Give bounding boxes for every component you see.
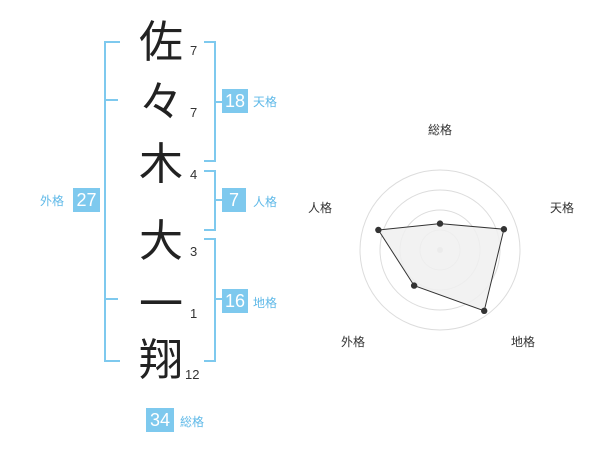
name-char-2: 々 — [139, 77, 183, 128]
radar-grid-ring — [379, 189, 501, 311]
chikaku-badge: 16 — [222, 289, 248, 313]
name-char-1: 佐 — [139, 17, 183, 68]
bracket-connector — [214, 298, 222, 300]
stroke-count-3: 4 — [190, 167, 198, 182]
name-char-3: 木 — [139, 139, 183, 190]
radar-point-2 — [500, 226, 508, 233]
stroke-count-6: 12 — [185, 367, 200, 382]
chikaku-label: 地格 — [253, 296, 278, 310]
radar-label-jinkaku: 人格 — [308, 201, 333, 215]
stroke-count-5: 1 — [190, 306, 198, 321]
tenkaku-badge: 18 — [222, 89, 248, 113]
tenkaku-label: 天格 — [253, 95, 278, 109]
stroke-count-4: 3 — [190, 244, 198, 259]
gaikaku-label: 外格 — [40, 194, 65, 208]
radar-grid-ring — [359, 169, 521, 331]
radar-polygon — [377, 223, 505, 312]
jinkaku-label: 人格 — [253, 195, 278, 209]
jinkaku-badge: 7 — [222, 188, 246, 212]
name-char-6: 翔 — [139, 335, 183, 386]
radar-label-gaikaku: 外格 — [341, 335, 366, 349]
radar-point-3 — [481, 307, 488, 315]
bracket-connector — [214, 101, 222, 103]
radar-label-soukaku: 総格 — [428, 123, 453, 137]
chikaku-bracket — [204, 238, 216, 362]
name-char-4: 大 — [139, 216, 183, 267]
gaikaku-bracket — [104, 41, 120, 362]
gaikaku-badge: 27 — [73, 188, 100, 212]
bracket-tick — [104, 298, 118, 300]
radar-point-5 — [375, 226, 382, 234]
stroke-count-2: 7 — [190, 105, 198, 120]
bracket-connector — [214, 199, 222, 201]
radar-points — [375, 220, 508, 315]
soukaku-badge: 34 — [146, 408, 174, 432]
radar-point-4 — [410, 282, 418, 289]
radar-label-chikaku: 地格 — [511, 335, 536, 349]
stroke-count-1: 7 — [190, 43, 198, 58]
radar-point-1 — [436, 220, 444, 227]
bracket-tick — [104, 99, 118, 101]
radar-label-tenkaku: 天格 — [550, 201, 575, 215]
name-char-5: 一 — [139, 279, 183, 330]
soukaku-label: 総格 — [180, 415, 205, 429]
